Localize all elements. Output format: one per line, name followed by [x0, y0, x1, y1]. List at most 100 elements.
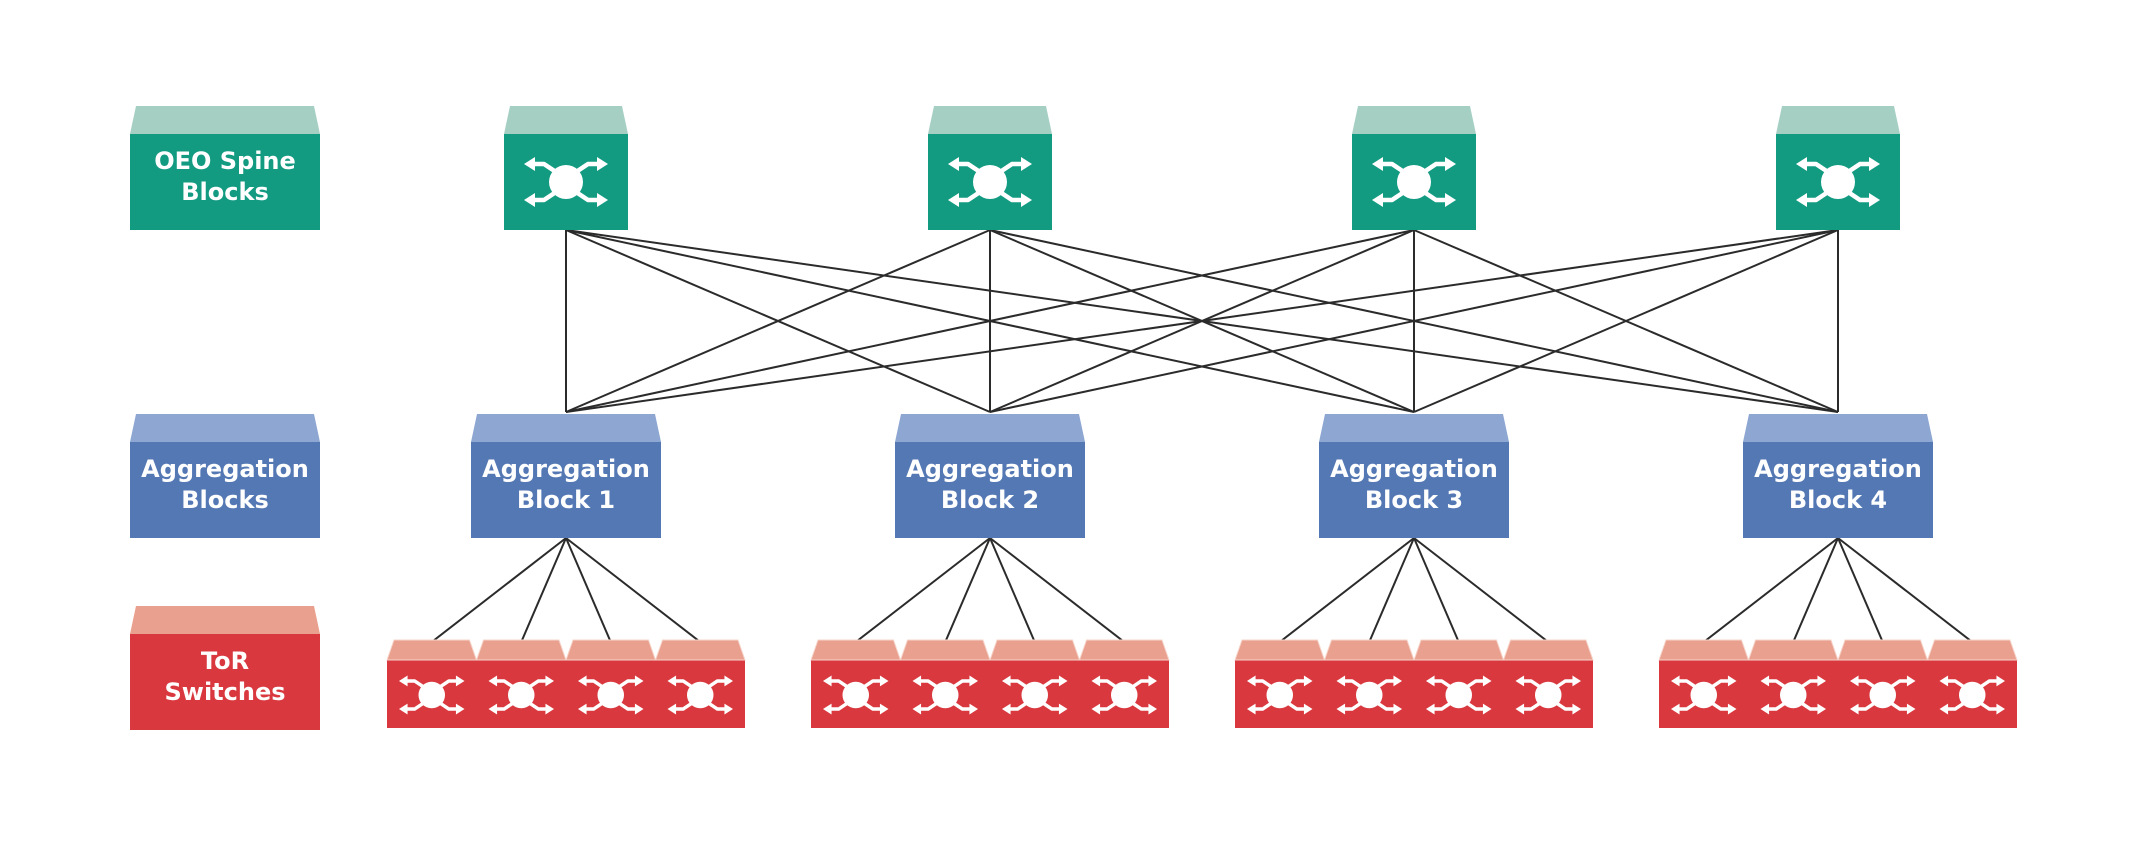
agg-tor-link: [1413, 537, 1460, 643]
tor-switch: [1926, 639, 2018, 715]
spine-block: [1352, 106, 1476, 230]
spine-agg-link: [565, 229, 1839, 413]
agg-tor-link: [1279, 537, 1415, 643]
aggregation-block-lid: [1743, 414, 1933, 442]
tor-switch-group: [1234, 639, 1594, 728]
tor-switch: [1502, 639, 1594, 715]
links-layer: [431, 229, 1973, 643]
tor-switch: [1747, 639, 1839, 715]
switch-icon: [1001, 675, 1068, 715]
spine-agg-link: [1413, 229, 1839, 413]
legend-tor-body: [130, 634, 320, 730]
tor-switch-group: [810, 639, 1170, 728]
tor-group-body: [387, 660, 745, 728]
agg-tor-link: [565, 537, 612, 643]
tor-switch: [1658, 639, 1750, 715]
tor-switch-lid: [1078, 639, 1170, 661]
switch-icon: [1939, 675, 2006, 715]
tor-switch-lid: [1837, 639, 1929, 661]
agg-tor-link: [989, 537, 1036, 643]
aggregation-block-body: [1319, 442, 1509, 538]
switch-icon: [488, 675, 555, 715]
tor-group-body: [1235, 660, 1593, 728]
switch-icon: [1336, 675, 1403, 715]
tor-switch-lid: [810, 639, 902, 661]
legend-spine-lid: [130, 106, 320, 134]
aggregation-block-lid: [1319, 414, 1509, 442]
tor-switch-lid: [386, 639, 478, 661]
agg-tor-link: [1368, 537, 1415, 643]
spine-block: [928, 106, 1052, 230]
switch-icon: [1796, 157, 1880, 207]
aggregation-block-body: [895, 442, 1085, 538]
legend-tor-lid: [130, 606, 320, 634]
aggregation-block-label-line: Block 2: [941, 486, 1039, 514]
tor-switch: [1323, 639, 1415, 715]
tor-switch: [1413, 639, 1505, 715]
legend-agg-label-line: Aggregation: [141, 455, 309, 483]
aggregation-block-label-line: Aggregation: [1754, 455, 1922, 483]
agg-tor-link: [1837, 537, 1973, 643]
tor-switch-lid: [1502, 639, 1594, 661]
tor-switch-lid: [1926, 639, 2018, 661]
tor-switch: [989, 639, 1081, 715]
aggregation-block-label-line: Aggregation: [482, 455, 650, 483]
tor-switch: [1837, 639, 1929, 715]
legend-spine-label-line: OEO Spine: [154, 147, 296, 175]
legend-agg-label-line: Blocks: [181, 486, 268, 514]
aggregation-block-label-line: Block 1: [517, 486, 615, 514]
agg-tor-link: [520, 537, 567, 643]
switch-icon: [1670, 675, 1737, 715]
aggregation-block-body: [471, 442, 661, 538]
tor-switch-lid: [989, 639, 1081, 661]
legend-agg-lid: [130, 414, 320, 442]
switch-icon: [1372, 157, 1456, 207]
spine-agg-link: [565, 229, 991, 413]
tor-switch: [654, 639, 746, 715]
switch-icon: [1091, 675, 1158, 715]
tor-switch-lid: [1323, 639, 1415, 661]
agg-tor-link: [431, 537, 567, 643]
switch-icon: [912, 675, 979, 715]
agg-tor-link: [1837, 537, 1884, 643]
aggregation-block-label-line: Aggregation: [1330, 455, 1498, 483]
spine-block: [1776, 106, 1900, 230]
tor-switch-group: [1658, 639, 2018, 728]
agg-tor-link: [944, 537, 991, 643]
tor-switch-lid: [1234, 639, 1326, 661]
tor-switch: [1078, 639, 1170, 715]
tor-switch: [565, 639, 657, 715]
aggregation-block-lid: [895, 414, 1085, 442]
switch-icon: [577, 675, 644, 715]
aggregation-block-label-line: Block 4: [1789, 486, 1887, 514]
tor-switch-lid: [654, 639, 746, 661]
tor-switch-lid: [1658, 639, 1750, 661]
legend-spine-label-line: Blocks: [181, 178, 268, 206]
spine-block-lid: [1776, 106, 1900, 134]
legend-spine-body: [130, 134, 320, 230]
tor-switch: [386, 639, 478, 715]
switch-icon: [1425, 675, 1492, 715]
agg-tor-link: [855, 537, 991, 643]
agg-tor-link: [989, 537, 1125, 643]
tor-group-body: [1659, 660, 2017, 728]
tor-switch-lid: [899, 639, 991, 661]
aggregation-block-label-line: Block 3: [1365, 486, 1463, 514]
switch-icon: [1849, 675, 1916, 715]
legend-tor-label-line: Switches: [164, 678, 285, 706]
switch-icon: [398, 675, 465, 715]
switch-icon: [822, 675, 889, 715]
